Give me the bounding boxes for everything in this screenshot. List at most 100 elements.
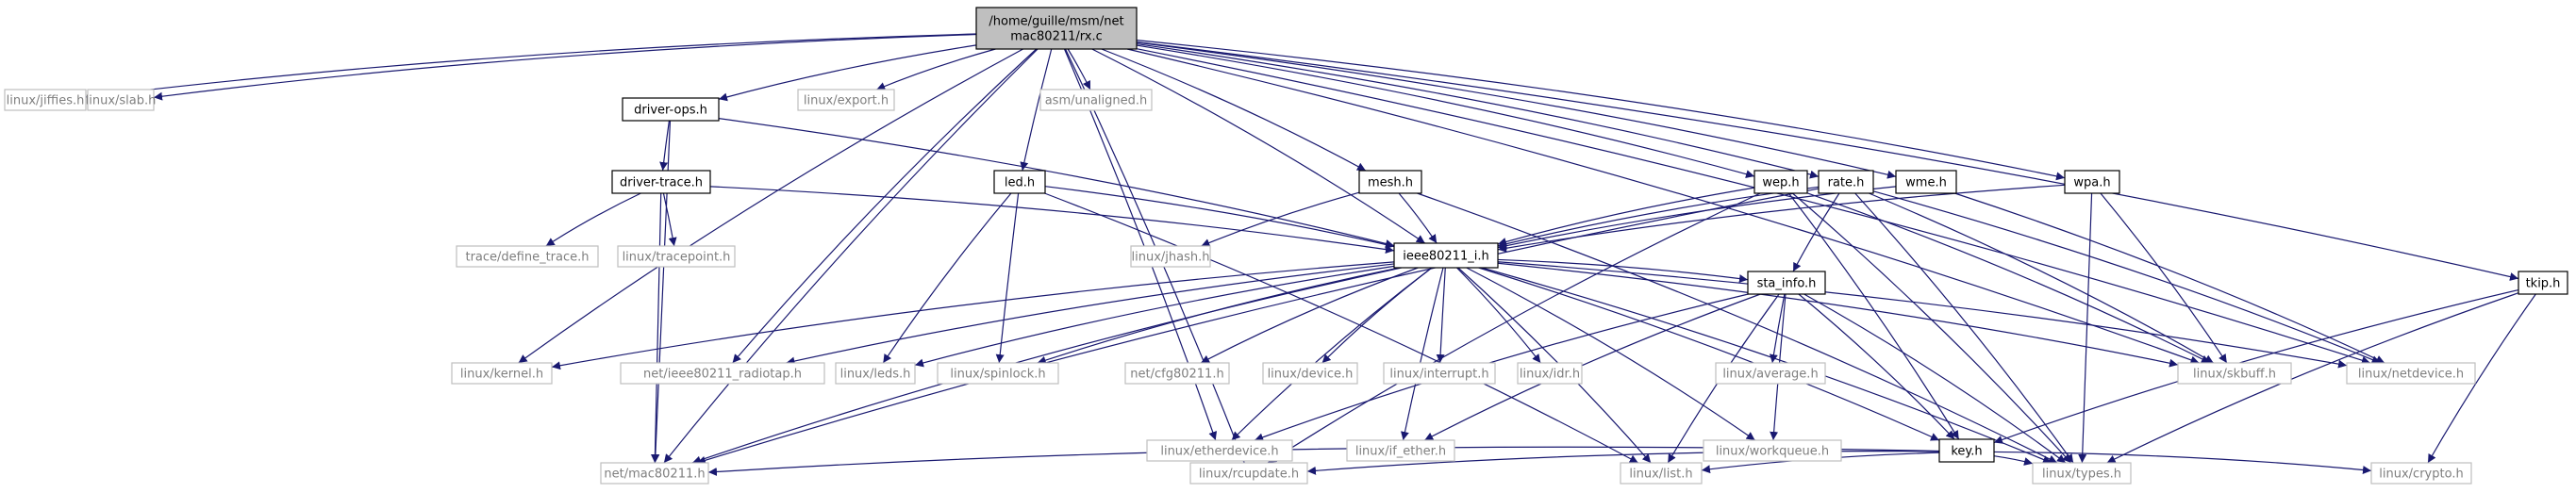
node-tkip[interactable]: tkip.h [2518, 271, 2568, 295]
node-box-leds [835, 362, 916, 385]
node-netdevice[interactable]: linux/netdevice.h [2346, 362, 2476, 385]
node-label-driverops: driver-ops.h [634, 104, 707, 118]
edge-root-to-ieee80211i [1091, 48, 1426, 244]
node-box-types [2032, 462, 2132, 485]
edge-root-to-driverops [718, 44, 977, 102]
node-wep[interactable]: wep.h [1753, 170, 1808, 194]
node-mesh[interactable]: mesh.h [1358, 170, 1422, 194]
node-list[interactable]: linux/list.h [1620, 462, 1703, 485]
node-crypto[interactable]: linux/crypto.h [2370, 462, 2472, 485]
node-unaligned[interactable]: asm/unaligned.h [1039, 89, 1153, 111]
edge-root-to-tkip [1136, 41, 2519, 281]
node-box-export [797, 89, 895, 111]
edge-root-to-kernel [518, 48, 1023, 364]
edge-led-to-spinlock [995, 192, 1020, 364]
node-label-wpa: wpa.h [2073, 176, 2110, 190]
node-average[interactable]: linux/average.h [1715, 362, 1826, 385]
edge-root-to-unaligned [1067, 48, 1091, 90]
node-label-led: led.h [1005, 176, 1035, 190]
edge-root-to-export [876, 48, 996, 90]
node-box-definetrace [456, 245, 599, 268]
node-box-mesh [1358, 170, 1422, 194]
edge-wep-to-key [1787, 192, 1960, 440]
node-box-kernel [451, 362, 553, 385]
node-wme[interactable]: wme.h [1895, 170, 1957, 194]
node-box-ieee80211i [1393, 242, 1499, 269]
edge-root-to-slab [153, 33, 977, 101]
node-key[interactable]: key.h [1938, 438, 1995, 463]
edge-led-to-ieee80211i [1044, 186, 1395, 249]
edge-mesh-to-types [1417, 192, 2058, 464]
edge-stainfo-to-average [1769, 293, 1786, 364]
edge-rate-to-skbuff [1869, 192, 2214, 364]
node-label-average: linux/average.h [1722, 368, 1818, 382]
node-cfg80211[interactable]: net/cfg80211.h [1124, 362, 1230, 385]
node-box-stainfo [1747, 271, 1826, 295]
edge-drivertrace-to-definetrace [545, 192, 641, 247]
node-stainfo[interactable]: sta_info.h [1747, 271, 1826, 295]
edge-tkip-to-crypto [2427, 293, 2536, 464]
node-box-root [975, 7, 1138, 50]
edge-drivertrace-to-tracepoint [662, 192, 677, 247]
node-label-rate: rate.h [1828, 176, 1865, 190]
node-label-tracepoint: linux/tracepoint.h [623, 251, 731, 265]
node-box-wep [1753, 170, 1808, 194]
edge-ieee80211i-to-key [1478, 267, 1940, 441]
node-rcupdate[interactable]: linux/rcupdate.h [1189, 462, 1308, 485]
edge-led-to-list [1044, 192, 1639, 464]
node-led[interactable]: led.h [993, 170, 1046, 194]
node-box-wpa [2064, 170, 2120, 194]
node-slab[interactable]: linux/slab.h [86, 89, 157, 111]
node-drivertrace[interactable]: driver-trace.h [611, 170, 711, 194]
node-label-kernel: linux/kernel.h [460, 368, 543, 382]
edge-drivertrace-to-mac80211 [650, 192, 662, 464]
node-radiotap[interactable]: net/ieee80211_radiotap.h [620, 362, 825, 385]
node-workqueue[interactable]: linux/workqueue.h [1703, 439, 1842, 462]
node-definetrace[interactable]: trace/define_trace.h [456, 245, 599, 268]
node-jiffies[interactable]: linux/jiffies.h [4, 89, 87, 111]
edge-ieee80211i-to-spinlock [1037, 267, 1400, 365]
node-device[interactable]: linux/device.h [1262, 362, 1358, 385]
node-ifether[interactable]: linux/if_ether.h [1346, 439, 1455, 462]
edge-wpa-to-types [2078, 192, 2093, 464]
node-label-radiotap: net/ieee80211_radiotap.h [643, 368, 802, 382]
node-box-spinlock [937, 362, 1059, 385]
node-driverops[interactable]: driver-ops.h [622, 97, 720, 122]
edge-ieee80211i-to-etherdevice [1231, 267, 1433, 441]
node-jhash[interactable]: linux/jhash.h [1130, 245, 1211, 268]
node-box-device [1262, 362, 1358, 385]
node-label-drivertrace: driver-trace.h [620, 176, 703, 190]
node-label-leds: linux/leds.h [840, 368, 911, 382]
node-tracepoint[interactable]: linux/tracepoint.h [617, 245, 736, 268]
node-wpa[interactable]: wpa.h [2064, 170, 2120, 194]
node-spinlock[interactable]: linux/spinlock.h [937, 362, 1059, 385]
node-etherdevice[interactable]: linux/etherdevice.h [1146, 439, 1293, 462]
edge-ieee80211i-to-skbuff [1497, 262, 2179, 368]
node-rate[interactable]: rate.h [1818, 170, 1874, 194]
node-box-rate [1818, 170, 1874, 194]
edge-root-to-jiffies [85, 33, 977, 101]
node-leds[interactable]: linux/leds.h [835, 362, 916, 385]
edge-driverops-to-mac80211 [651, 120, 672, 464]
node-box-key [1938, 438, 1995, 463]
node-skbuff[interactable]: linux/skbuff.h [2177, 362, 2292, 385]
edge-ieee80211i-to-idr [1456, 267, 1541, 364]
node-idr[interactable]: linux/idr.h [1517, 362, 1583, 385]
edge-tkip-to-key [1993, 288, 2519, 444]
node-types[interactable]: linux/types.h [2032, 462, 2132, 485]
node-export[interactable]: linux/export.h [797, 89, 895, 111]
edge-ieee80211i-to-mac80211 [691, 267, 1402, 465]
node-kernel[interactable]: linux/kernel.h [451, 362, 553, 385]
edge-led-to-leds [882, 192, 1012, 364]
node-label-crypto: linux/crypto.h [2379, 468, 2463, 482]
edge-mesh-to-jhash [1201, 191, 1360, 247]
node-interrupt[interactable]: linux/interrupt.h [1383, 362, 1496, 385]
node-box-workqueue [1703, 439, 1842, 462]
edge-stainfo-to-key [1798, 293, 1955, 440]
node-label-idr: linux/idr.h [1520, 368, 1580, 382]
edge-wpa-to-skbuff [2100, 192, 2228, 364]
node-mac80211[interactable]: net/mac80211.h [600, 462, 709, 485]
node-ieee80211i[interactable]: ieee80211_i.h [1393, 242, 1499, 269]
